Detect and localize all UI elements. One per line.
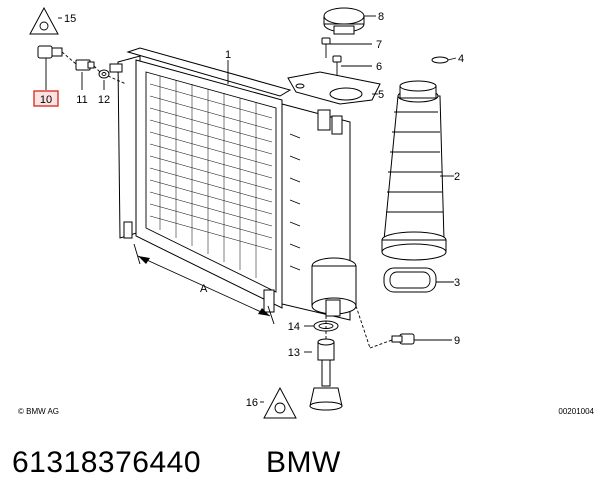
drawing-number: 00201004 xyxy=(558,407,594,416)
part-number: 61318376440 xyxy=(12,446,201,479)
gasket-part-3 xyxy=(383,267,437,293)
callout-15: 15 xyxy=(64,13,76,25)
callout-4: 4 xyxy=(458,53,464,65)
warning-triangle-icon-2 xyxy=(263,386,297,419)
washer-part-12 xyxy=(98,69,110,79)
expansion-tank-part-2 xyxy=(381,80,447,261)
callout-11: 11 xyxy=(76,94,87,106)
cap-part-8 xyxy=(323,7,365,35)
callout-7: 7 xyxy=(376,39,382,51)
screw-part-6 xyxy=(332,55,342,76)
callout-16: 16 xyxy=(246,397,258,409)
radiator xyxy=(109,47,357,321)
brand-name: BMW xyxy=(266,446,341,479)
callout-13: 13 xyxy=(288,347,300,359)
dimension-label: A xyxy=(200,283,208,295)
callout-6: 6 xyxy=(376,61,382,73)
plug-part-9 xyxy=(355,305,415,349)
leader-lines xyxy=(45,15,457,403)
callout-14: 14 xyxy=(288,321,300,333)
callout-12: 12 xyxy=(98,94,110,106)
callout-8: 8 xyxy=(378,11,384,23)
bracket-part-5 xyxy=(287,71,381,105)
sensor-part-13 xyxy=(309,316,343,411)
callout-10: 10 xyxy=(40,94,52,106)
callout-5: 5 xyxy=(378,89,384,101)
callout-9: 9 xyxy=(454,335,460,347)
dimension-a xyxy=(133,243,275,325)
callout-1: 1 xyxy=(225,49,231,61)
callout-2: 2 xyxy=(454,171,460,183)
o-ring-part-4 xyxy=(431,56,449,64)
fitting-part-11 xyxy=(75,59,95,71)
fitting-part-10 xyxy=(37,45,63,59)
warning-triangle-icon xyxy=(29,6,59,35)
highlighted-callout-10: 10 xyxy=(33,90,59,107)
copyright-text: © BMW AG xyxy=(18,407,59,416)
screw-part-7 xyxy=(321,37,331,58)
callout-3: 3 xyxy=(454,277,460,289)
